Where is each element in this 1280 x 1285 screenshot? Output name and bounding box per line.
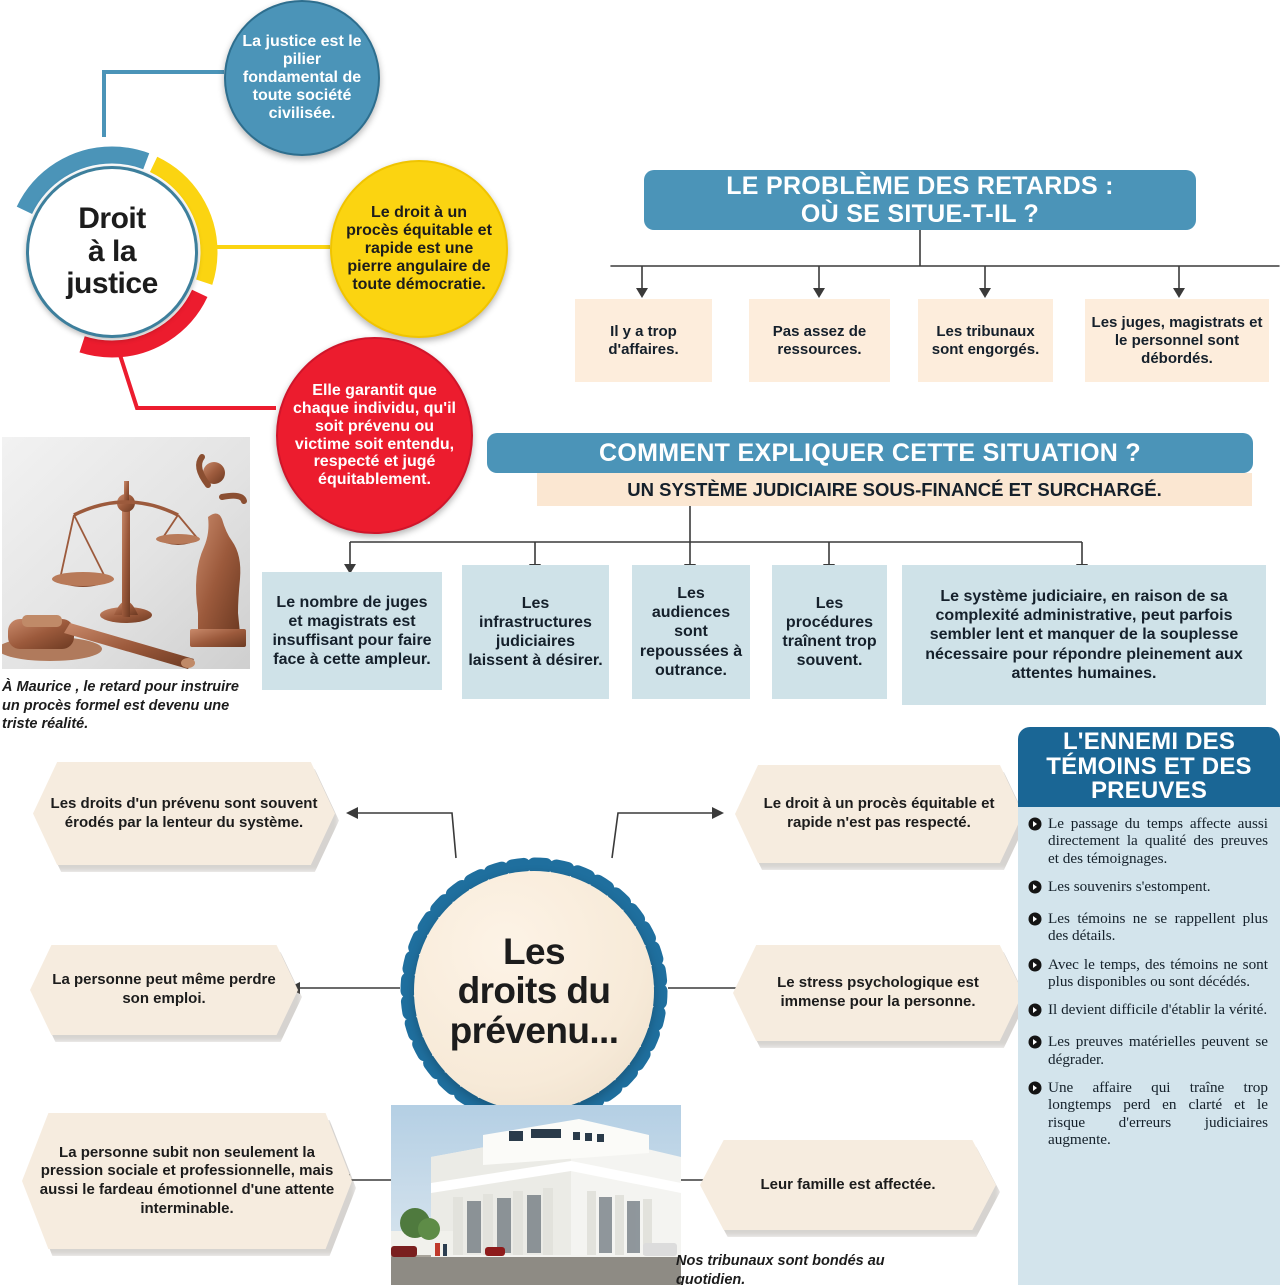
enemy-list-item: Les témoins ne se rappellent plus des dé… <box>1028 910 1268 945</box>
enemy-list-item-text: Les souvenirs s'estompent. <box>1048 877 1211 895</box>
explain-item-1: Le nombre de juges et magistrats est ins… <box>262 572 442 690</box>
enemy-list-item: Les preuves matérielles peuvent se dégra… <box>1028 1033 1268 1068</box>
hub-connectors <box>102 70 330 410</box>
delays-item-3-text: Les tribunaux sont engorgés. <box>931 322 1040 358</box>
hub-title-line-3: justice <box>66 267 158 301</box>
court-building-photo <box>391 1105 681 1285</box>
court-photo-caption: Nos tribunaux sont bondés au quotidien. <box>676 1252 906 1285</box>
explain-header-text: COMMENT EXPLIQUER CETTE SITUATION ? <box>599 438 1141 467</box>
hex-shape: La personne subit non seulement la press… <box>22 1113 352 1249</box>
hub-bubble-red-text: Elle garantit que chaque individu, qu'il… <box>293 381 456 489</box>
hub-center: Droit à la justice <box>26 166 198 338</box>
hex-shape: Le stress psychologique est immense pour… <box>733 945 1023 1041</box>
arrow-circle-right-icon <box>1028 817 1042 867</box>
delays-item-1-text: Il y a trop d'affaires. <box>608 322 679 358</box>
explain-subheader-text: UN SYSTÈME JUDICIAIRE SOUS-FINANCÉ ET SU… <box>627 478 1162 500</box>
hub-title-line-2: à la <box>87 234 137 268</box>
enemy-list-item-text: Avec le temps, des témoins ne sont plus … <box>1048 955 1268 990</box>
enemy-list-item: Les souvenirs s'estompent. <box>1028 878 1268 899</box>
hub-bubble-yellow-text: Le droit à un procès équitable et rapide… <box>346 204 492 293</box>
enemy-list-item-text: Le passage du temps affecte aussi direct… <box>1048 815 1268 867</box>
explain-item-2: Les infrastructures judiciaires laissent… <box>462 565 609 699</box>
rights-callout-top-right: Le droit à un procès équitable et rapide… <box>735 765 1027 870</box>
enemy-list-item-text: Les preuves matérielles peuvent se dégra… <box>1048 1033 1268 1068</box>
rights-center-circle: Les droits du prévenu... <box>400 857 668 1125</box>
arrow-circle-right-icon <box>1028 958 1042 991</box>
enemy-list-item-text: Il devient difficile d'établir la vérité… <box>1048 1001 1268 1019</box>
delays-connectors <box>610 230 1280 298</box>
hub-bubble-yellow: Le droit à un procès équitable et rapide… <box>330 160 508 338</box>
rights-callout-top-right-text: Le droit à un procès équitable et rapide… <box>763 795 995 831</box>
rights-center-line-3: prévenu... <box>449 1009 619 1051</box>
enemy-title-line-2: TÉMOINS ET DES <box>1046 752 1252 780</box>
enemy-panel-title: L'ENNEMI DES TÉMOINS ET DES PREUVES <box>1018 727 1280 807</box>
enemy-list-item: Il devient difficile d'établir la vérité… <box>1028 1001 1268 1022</box>
court-building-illustration <box>391 1105 681 1285</box>
enemy-list-item: Une affaire qui traîne trop longtemps pe… <box>1028 1079 1268 1148</box>
hub-title: Droit à la justice <box>66 203 158 300</box>
rights-callout-mid-right-text: Le stress psychologique est immense pour… <box>777 974 979 1010</box>
rights-center-label: Les droits du prévenu... <box>449 930 619 1051</box>
hub-ring <box>6 146 218 358</box>
rights-center-label-box: Les droits du prévenu... <box>414 871 654 1111</box>
rights-callout-mid-left: La personne peut même perdre son emploi. <box>30 945 302 1042</box>
hub-title-line-1: Droit <box>78 202 146 236</box>
scales-of-justice-photo <box>2 437 250 669</box>
hex-shape: La personne peut même perdre son emploi. <box>30 945 298 1035</box>
enemy-panel: L'ENNEMI DES TÉMOINS ET DES PREUVES Le p… <box>1018 727 1280 1285</box>
delays-item-1: Il y a trop d'affaires. <box>575 299 712 382</box>
court-caption-text: Nos tribunaux sont bondés au quotidien. <box>676 1253 885 1285</box>
enemy-title-line-1: L'ENNEMI DES <box>1062 728 1236 756</box>
arrow-circle-right-icon <box>1028 912 1042 945</box>
arrow-circle-right-icon <box>1028 1003 1042 1022</box>
scales-photo-caption: À Maurice , le retard pour instruire un … <box>2 678 252 734</box>
delays-item-4: Les juges, magistrats et le personnel so… <box>1085 299 1269 382</box>
delays-item-4-text: Les juges, magistrats et le personnel so… <box>1091 313 1263 367</box>
rights-center-line-1: Les <box>503 930 566 972</box>
explain-item-5-text: Le système judiciaire, en raison de sa c… <box>925 588 1243 682</box>
rights-callout-top-left-text: Les droits d'un prévenu sont souvent éro… <box>50 794 318 831</box>
rights-callout-mid-left-text: La personne peut même perdre son emploi. <box>52 971 276 1007</box>
delays-header: LE PROBLÈME DES RETARDS : OÙ SE SITUE-T-… <box>644 170 1196 230</box>
delays-item-3: Les tribunaux sont engorgés. <box>918 299 1053 382</box>
explain-item-2-text: Les infrastructures judiciaires laissent… <box>468 594 603 670</box>
explain-item-4: Les procédures traînent trop souvent. <box>772 565 887 699</box>
rights-callout-bottom-right: Leur famille est affectée. <box>700 1140 1000 1237</box>
enemy-list-item: Le passage du temps affecte aussi direct… <box>1028 815 1268 867</box>
arrow-circle-right-icon <box>1028 1035 1042 1068</box>
explain-header: COMMENT EXPLIQUER CETTE SITUATION ? <box>487 433 1253 473</box>
delays-header-line-2: OÙ SE SITUE-T-IL ? <box>800 200 1040 228</box>
delays-header-line-1: LE PROBLÈME DES RETARDS : <box>726 171 1114 200</box>
hub-bubble-red: Elle garantit que chaque individu, qu'il… <box>276 337 473 534</box>
delays-item-2-text: Pas assez de ressources. <box>772 322 867 358</box>
arrow-circle-right-icon <box>1028 880 1042 899</box>
enemy-panel-list: Le passage du temps affecte aussi direct… <box>1018 807 1280 1285</box>
hub-ring-arcs <box>6 146 218 358</box>
scales-caption-text: À Maurice , le retard pour instruire un … <box>2 679 239 733</box>
hex-shape: Leur famille est affectée. <box>700 1140 996 1230</box>
rights-callout-mid-right: Le stress psychologique est immense pour… <box>733 945 1027 1048</box>
rights-callout-bottom-right-text: Leur famille est affectée. <box>760 1175 936 1193</box>
scales-illustration <box>2 437 250 669</box>
explain-item-5: Le système judiciaire, en raison de sa c… <box>902 565 1266 705</box>
explain-item-3: Les audiences sont repoussées à outrance… <box>632 565 750 699</box>
enemy-title-line-3: PREUVES <box>1090 777 1208 805</box>
hex-shape: Le droit à un procès équitable et rapide… <box>735 765 1023 863</box>
explain-item-1-text: Le nombre de juges et magistrats est ins… <box>272 593 432 669</box>
rights-callout-bottom-left: La personne subit non seulement la press… <box>22 1113 356 1256</box>
enemy-list-item-text: Les témoins ne se rappellent plus des dé… <box>1048 909 1268 945</box>
explain-item-4-text: Les procédures traînent trop souvent. <box>782 594 877 670</box>
hub-bubble-blue-text: La justice est le pilier fondamental de … <box>242 33 362 122</box>
enemy-list-item-text: Une affaire qui traîne trop longtemps pe… <box>1048 1078 1268 1148</box>
arrow-circle-right-icon <box>1028 1081 1042 1148</box>
explain-subheader: UN SYSTÈME JUDICIAIRE SOUS-FINANCÉ ET SU… <box>537 473 1252 506</box>
rights-callout-bottom-left-text: La personne subit non seulement la press… <box>39 1143 335 1217</box>
hub-bubble-blue: La justice est le pilier fondamental de … <box>224 0 380 156</box>
explain-item-3-text: Les audiences sont repoussées à outrance… <box>639 585 743 679</box>
enemy-list-item: Avec le temps, des témoins ne sont plus … <box>1028 956 1268 991</box>
rights-callout-top-left: Les droits d'un prévenu sont souvent éro… <box>33 762 339 872</box>
rights-center-line-2: droits du <box>457 970 611 1012</box>
delays-item-2: Pas assez de ressources. <box>749 299 890 382</box>
hex-shape: Les droits d'un prévenu sont souvent éro… <box>33 762 335 865</box>
